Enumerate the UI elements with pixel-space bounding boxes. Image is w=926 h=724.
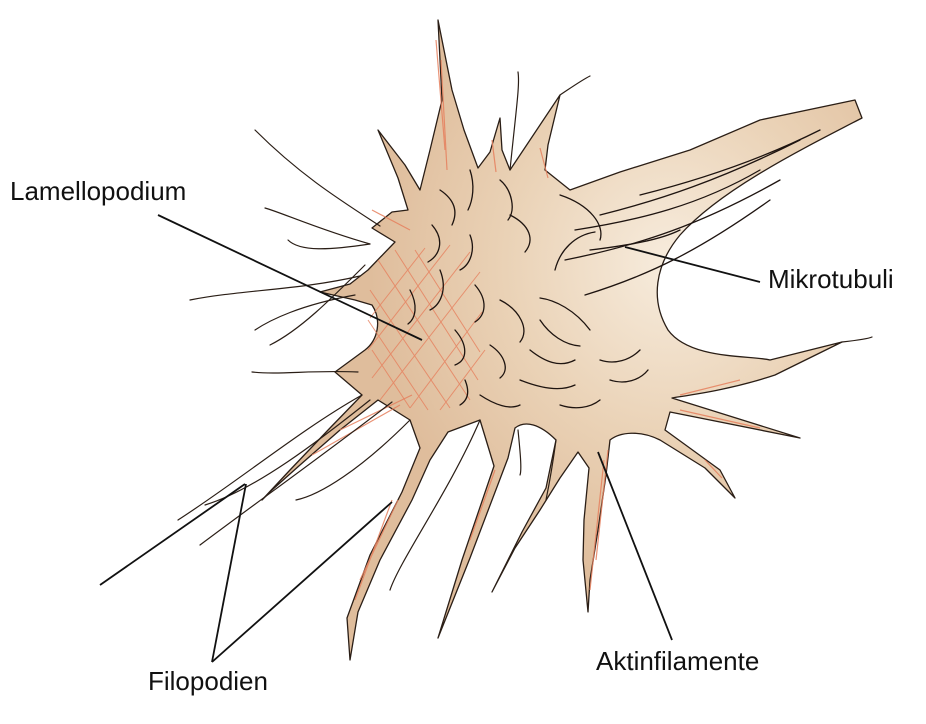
label-lamellopodium: Lamellopodium <box>10 178 186 204</box>
label-aktinfilamente: Aktinfilamente <box>596 648 759 674</box>
label-mikrotubuli: Mikrotubuli <box>768 266 894 292</box>
leader-filopodien-left-b <box>100 484 245 585</box>
label-filopodien: Filopodien <box>148 668 268 694</box>
leader-aktinfilamente <box>598 452 672 640</box>
